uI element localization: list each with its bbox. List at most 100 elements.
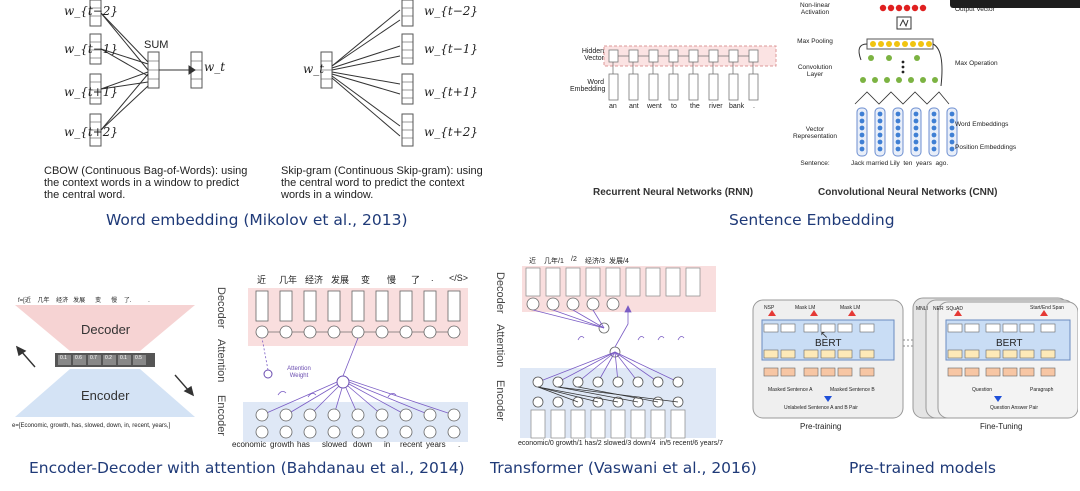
bert-sentence-a: Masked Sentence A bbox=[768, 387, 813, 393]
bottleneck-value: 0.6 bbox=[75, 355, 82, 361]
bert-pretrain-masklm-1: Mask LM bbox=[795, 305, 816, 311]
cnn-label-vector: Vector Representation bbox=[792, 126, 838, 140]
rnn-word-label: Word Embedding bbox=[570, 79, 606, 93]
rnn-word: the bbox=[690, 103, 700, 110]
rnn-word: an bbox=[609, 103, 617, 110]
attn-top-token: </S> bbox=[449, 273, 469, 283]
cnn-sentence: Jack married Lily ten years ago. bbox=[851, 160, 949, 167]
cnn-label-max-op: Max Operation bbox=[955, 60, 998, 67]
attn-bottom-token: in bbox=[384, 440, 391, 449]
bert-tab-ner: NER bbox=[933, 306, 944, 312]
cnn-label-pos-emb: Position Embeddings bbox=[955, 144, 1017, 151]
attn-bottom-token: growth bbox=[270, 440, 295, 449]
sentence-embedding-caption: Sentence Embedding bbox=[729, 211, 895, 229]
attn-side-labels: Decoder Attention Encoder bbox=[215, 287, 235, 437]
encoder-label: Encoder bbox=[81, 388, 130, 403]
attn-side-label-encoder: Encoder bbox=[215, 395, 227, 436]
attn-top-token: 了 bbox=[411, 275, 421, 285]
transformer-top-token: 近 bbox=[529, 258, 536, 265]
rnn-word: went bbox=[647, 103, 662, 110]
bert-tab-mnli: MNLI bbox=[916, 306, 928, 312]
decoder-label: Decoder bbox=[81, 322, 131, 337]
bottleneck-value: 0.1 bbox=[60, 355, 67, 361]
bert-question: Question bbox=[972, 387, 993, 393]
cnn-caption: Convolutional Neural Networks (CNN) bbox=[818, 187, 998, 198]
attn-side-label-attention: Attention bbox=[215, 339, 227, 383]
word-embedding-caption: Word embedding (Mikolov et al., 2013) bbox=[106, 211, 408, 229]
bert-diagram bbox=[752, 297, 1078, 419]
attn-top-token: 几年 bbox=[279, 275, 298, 285]
transformer-diagram bbox=[520, 266, 716, 439]
attn-top-token: . bbox=[431, 273, 434, 283]
skipgram-output-label-0: w_{t−2} bbox=[424, 4, 479, 18]
encoder-decoder-diagram bbox=[15, 305, 195, 417]
cnn-diagram bbox=[854, 4, 958, 157]
attn-bottom-token: economic bbox=[232, 440, 267, 449]
cbow-description: CBOW (Continuous Bag-of-Words): using th… bbox=[44, 165, 248, 201]
cnn-label-sentence: Sentence: bbox=[800, 160, 830, 167]
encdec-top-tokens: f=[近 几年 经济 发展 变 慢 了. . bbox=[18, 298, 150, 304]
transformer-side-label-attention: Attention bbox=[494, 324, 506, 368]
bert-finetune-label: Fine-Tuning bbox=[980, 422, 1023, 431]
attn-top-token: 慢 bbox=[387, 275, 397, 285]
top-right-dark-bar bbox=[950, 0, 1080, 8]
cnn-label-pooling: Max Pooling bbox=[797, 38, 833, 45]
rnn-word: ant bbox=[629, 103, 639, 110]
attn-bottom-token: years bbox=[426, 440, 446, 449]
attention-weight-label: Attention Weight bbox=[287, 366, 311, 379]
encdec-bottom-tokens: e=[Economic, growth, has, slowed, down, … bbox=[12, 423, 171, 429]
bert-pretrain-pair: Unlabeled Sentence A and B Pair bbox=[784, 405, 858, 411]
rnn-word: bank bbox=[729, 103, 745, 110]
bert-pretrain-masklm-2: Mask LM bbox=[840, 305, 861, 311]
bert-finetune-title: BERT bbox=[996, 338, 1023, 349]
cbow-diagram bbox=[89, 0, 414, 147]
cbow-input-label-1: w_{t−1} bbox=[64, 42, 119, 56]
bert-finetune-pair: Question Answer Pair bbox=[990, 405, 1039, 411]
skipgram-output-label-3: w_{t+2} bbox=[424, 125, 479, 139]
skipgram-output-label-1: w_{t−1} bbox=[424, 42, 479, 56]
skipgram-input-label: w_t bbox=[303, 62, 325, 76]
bert-pretrain-title: BERT bbox=[815, 338, 842, 349]
cbow-input-label-3: w_{t+2} bbox=[64, 125, 119, 139]
transformer-side-label-encoder: Encoder bbox=[494, 380, 506, 421]
rnn-hidden-label: Hidden Vector bbox=[581, 48, 604, 62]
bert-sentence-b: Masked Sentence B bbox=[830, 387, 875, 393]
bert-paragraph: Paragraph bbox=[1030, 387, 1054, 393]
attn-top-token: 发展 bbox=[331, 275, 350, 285]
pretrained-models-caption: Pre-trained models bbox=[849, 459, 996, 477]
transformer-top-token: 几年/1 bbox=[544, 258, 564, 265]
rnn-caption: Recurrent Neural Networks (RNN) bbox=[593, 187, 754, 198]
cursor-icon: ↖ bbox=[820, 330, 829, 341]
attn-top-token: 经济 bbox=[305, 275, 324, 285]
rnn-word: . bbox=[753, 103, 755, 110]
attn-bottom-token: . bbox=[458, 440, 461, 449]
rnn-diagram bbox=[603, 45, 777, 101]
transformer-side-labels: Decoder Attention Encoder bbox=[494, 272, 514, 432]
word2vec-panel: w_{t−2} w_{t−1} w_{t+1} w_{t+2} SUM w_t … bbox=[0, 0, 483, 240]
cnn-label-activation: Non-linear Activation bbox=[800, 2, 830, 16]
cnn-label-output: Output Vector bbox=[955, 6, 995, 13]
cnn-label-convolution: Convolution Layer bbox=[797, 64, 833, 78]
bert-finetune-span: Start/End Span bbox=[1030, 305, 1064, 311]
attn-top-token: 变 bbox=[361, 275, 371, 285]
bottleneck-value: 0.2 bbox=[105, 355, 112, 361]
attn-top-token: 近 bbox=[257, 275, 267, 285]
bert-tab-squad: SQuAD bbox=[946, 306, 963, 312]
skipgram-description: Skip-gram (Continuous Skip-gram): using … bbox=[281, 165, 483, 201]
attention-diagram bbox=[243, 288, 468, 442]
transformer-top-token: 发展/4 bbox=[609, 258, 629, 265]
transformer-side-label-decoder: Decoder bbox=[494, 272, 506, 314]
bottleneck-value: 0.7 bbox=[90, 355, 97, 361]
attn-bottom-token: has bbox=[297, 440, 310, 449]
rnn-word: river bbox=[709, 103, 723, 110]
bert-pretrain-label: Pre-training bbox=[800, 422, 842, 431]
transformer-bottom-tokens: economic/0 growth/1 has/2 slowed/3 down/… bbox=[518, 440, 724, 447]
attn-bottom-token: recent bbox=[400, 440, 423, 449]
cbow-input-label-2: w_{t+1} bbox=[64, 85, 119, 99]
attn-side-label-decoder: Decoder bbox=[215, 287, 227, 329]
cbow-output-label: w_t bbox=[204, 60, 226, 74]
transformer-top-token: /2 bbox=[571, 256, 577, 263]
cbow-sum-label: SUM bbox=[144, 39, 169, 51]
bottleneck-value: 0.1 bbox=[120, 355, 127, 361]
bert-pretrain-nsp: NSP bbox=[764, 305, 775, 311]
